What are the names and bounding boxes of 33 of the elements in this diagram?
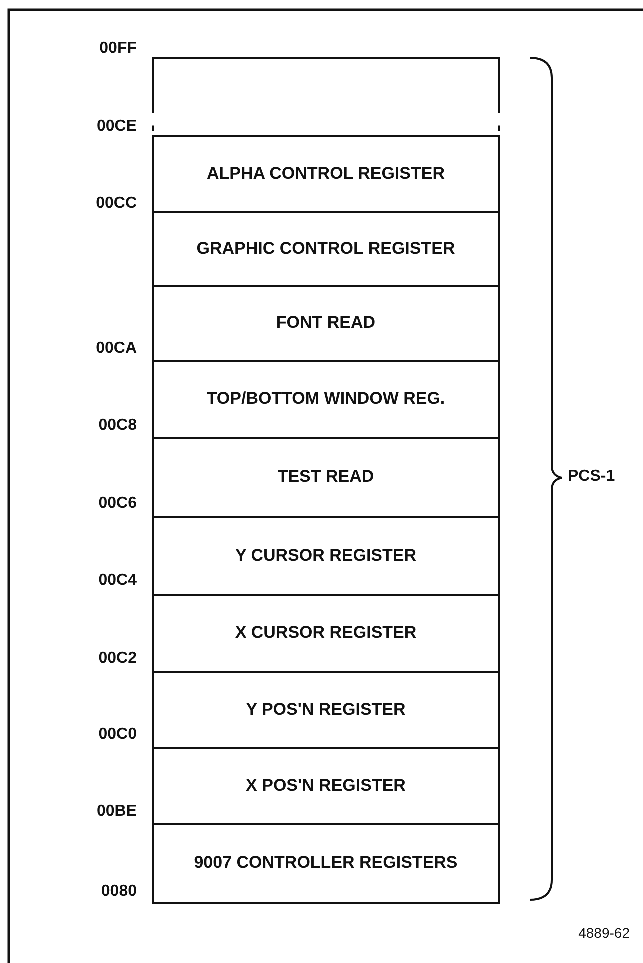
register-name: X POS'N REGISTER <box>245 776 407 796</box>
address-label: 00BE <box>96 803 137 821</box>
register-name: Y CURSOR REGISTER <box>234 546 418 566</box>
address-label: 00C4 <box>98 572 137 590</box>
address-label: 00CC <box>96 195 137 213</box>
bracket-label: PCS-1 <box>568 468 616 486</box>
register-box <box>152 516 500 596</box>
register-box <box>152 285 500 362</box>
register-box <box>152 437 500 518</box>
address-label: 00CA <box>96 340 137 358</box>
register-box <box>152 747 500 825</box>
address-label: 00C0 <box>98 726 137 744</box>
register-name: FONT READ <box>275 313 377 334</box>
register-name: TEST READ <box>276 467 376 488</box>
address-label: 0080 <box>101 883 137 901</box>
register-name: 9007 CONTROLLER REGISTERS <box>193 853 459 874</box>
address-label: 00FF <box>100 40 137 58</box>
register-box <box>152 211 500 287</box>
register-name: Y POS'N REGISTER <box>245 700 407 720</box>
register-name: TOP/BOTTOM WINDOW REG. <box>206 389 446 410</box>
address-label: 00C8 <box>98 417 137 435</box>
register-box <box>152 360 500 439</box>
register-name: GRAPHIC CONTROL REGISTER <box>196 238 456 260</box>
address-label: 00C2 <box>98 650 137 668</box>
address-label: 00C6 <box>98 495 137 513</box>
register-name: ALPHA CONTROL REGISTER <box>206 164 446 184</box>
register-box <box>152 135 500 213</box>
register-box <box>152 671 500 749</box>
register-box <box>152 594 500 673</box>
register-box <box>152 823 500 904</box>
address-label: 00CE <box>96 118 137 136</box>
figure-number: 4889-62 <box>578 925 630 941</box>
register-name: X CURSOR REGISTER <box>234 623 418 644</box>
